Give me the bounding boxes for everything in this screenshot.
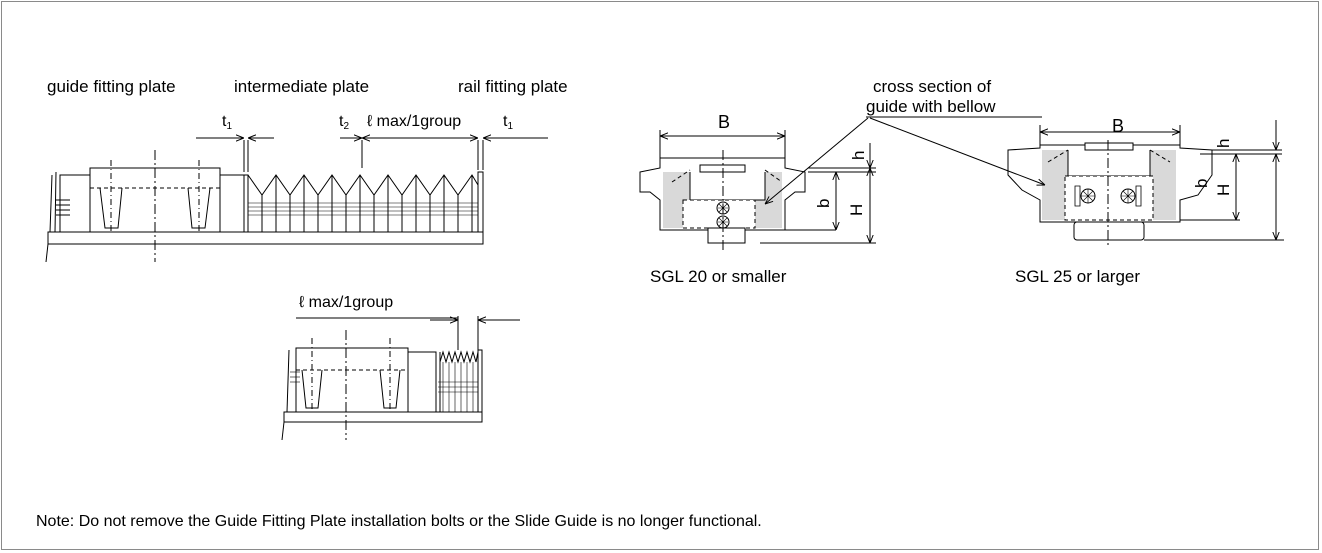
rail-fitting-plate [477, 171, 484, 233]
cross-section-large [1007, 120, 1284, 248]
cross-section-small [639, 130, 876, 250]
main-assembly [45, 138, 548, 263]
label-H-large: H [1214, 184, 1233, 196]
end-seal [219, 174, 245, 233]
label-rail-fitting-plate: rail fitting plate [458, 77, 568, 96]
left-break-line [49, 171, 57, 233]
callout-leaders [765, 116, 1045, 204]
bellow-zigzag [247, 174, 479, 196]
label-t2: t2 [339, 113, 349, 132]
footnote: Note: Do not remove the Guide Fitting Pl… [36, 513, 762, 530]
left-hatching [56, 199, 70, 216]
t1-plate [243, 174, 249, 233]
rail-compressed [283, 411, 483, 423]
label-cross-section-2: guide with bellow [866, 97, 996, 116]
label-intermediate-plate: intermediate plate [234, 77, 369, 96]
rail-break-line [45, 243, 49, 263]
label-t1-left: t1 [222, 113, 232, 132]
label-lmax-bottom: ℓ max/1group [299, 294, 393, 311]
label-sgl-large: SGL 25 or larger [1015, 267, 1140, 286]
slide-block-compressed [295, 347, 409, 413]
label-cross-section-1: cross section of [873, 77, 991, 96]
rail [47, 231, 484, 245]
label-B-large: B [1112, 116, 1124, 136]
label-sgl-small: SGL 20 or smaller [650, 267, 787, 286]
label-t1-right: t1 [503, 113, 513, 132]
compressed-assembly [281, 316, 520, 441]
label-B-small: B [718, 112, 730, 132]
label-h-small: h [849, 151, 868, 160]
label-lmax-top: ℓ max/1group [367, 113, 461, 130]
label-H-small: H [847, 204, 866, 216]
label-h-large: h [1214, 139, 1233, 148]
bellow-hatch [248, 202, 478, 216]
guide-fitting-plate [59, 174, 91, 233]
label-b-large: b [1192, 179, 1211, 188]
bellow-folds [261, 175, 473, 232]
label-b-small: b [814, 199, 833, 208]
label-guide-fitting-plate: guide fitting plate [47, 77, 176, 96]
